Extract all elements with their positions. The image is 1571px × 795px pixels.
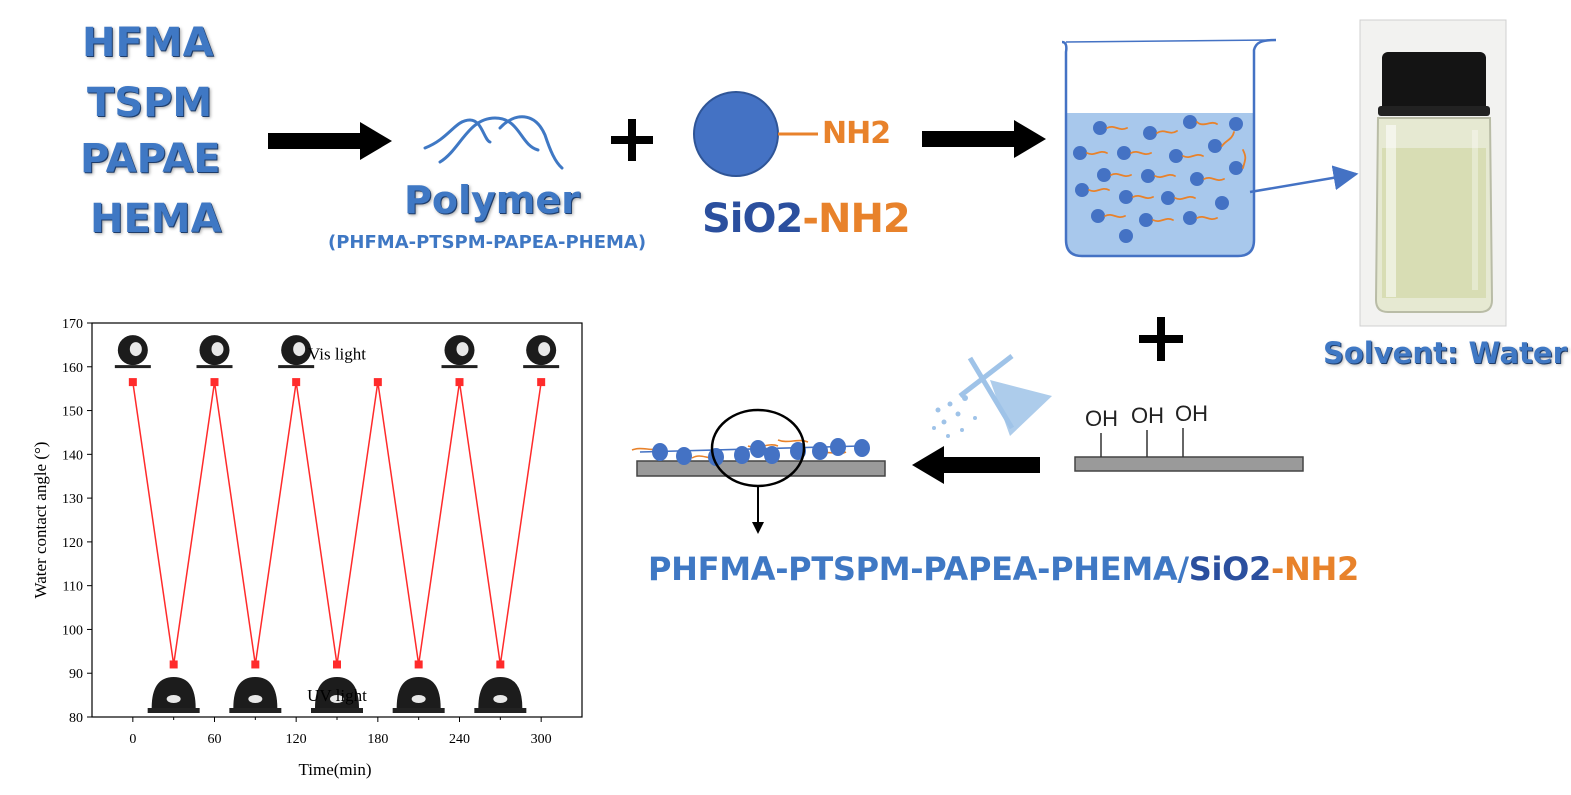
droplet-images <box>114 335 560 713</box>
droplet-highlight <box>211 342 224 357</box>
polymer-title: Polymer <box>404 178 580 222</box>
droplet-baseline <box>114 365 151 369</box>
droplet-hemisphere <box>396 677 441 708</box>
droplet-baseline <box>229 708 282 713</box>
oh-label-1: OH <box>1085 406 1118 431</box>
sio2-nh2-label: SiO2-NH2 <box>702 196 911 242</box>
coating-polymer-text: PHFMA-PTSPM-PAPEA-PHEMA/ <box>648 550 1189 588</box>
sio2-nanoparticle-icon <box>693 91 818 177</box>
chart-marks: Vis light UV light <box>128 345 546 705</box>
x-axis-label: Time(min) <box>298 760 371 779</box>
droplet-highlight <box>493 695 508 703</box>
plot-frame <box>91 322 583 718</box>
monomer-papae: PAPAE <box>80 136 221 182</box>
data-point <box>169 660 178 669</box>
droplet-highlight <box>248 695 263 703</box>
droplet-highlight <box>411 695 426 703</box>
data-point <box>210 378 219 387</box>
droplet-highlight <box>538 342 551 357</box>
coating-label: PHFMA-PTSPM-PAPEA-PHEMA/SiO2-NH2 <box>648 550 1359 588</box>
sio2-text: SiO2 <box>702 196 803 242</box>
y-tick-label: 110 <box>63 580 83 595</box>
droplet-baseline <box>441 365 478 369</box>
data-point <box>251 660 260 669</box>
x-tick-label: 60 <box>208 732 222 747</box>
x-tick-label: 180 <box>367 732 388 747</box>
droplet-baseline <box>196 365 233 369</box>
data-point <box>496 660 505 669</box>
data-point <box>333 660 341 669</box>
droplet-baseline <box>311 708 363 713</box>
y-tick-label: 80 <box>69 711 83 726</box>
y-tick-label: 140 <box>62 448 83 463</box>
droplet-highlight <box>166 695 181 703</box>
reaction-arrow-2 <box>922 120 1046 158</box>
x-tick-label: 300 <box>531 732 552 747</box>
data-point <box>414 660 423 669</box>
y-tick-label: 90 <box>69 667 83 682</box>
coating-nh2-text: -NH2 <box>1271 550 1359 588</box>
spray-gun-icon <box>932 354 1052 438</box>
droplet-highlight <box>129 342 142 357</box>
nh2-text: -NH2 <box>802 196 910 242</box>
reaction-arrow-1 <box>268 122 392 160</box>
series-line <box>132 381 542 665</box>
droplet-baseline <box>474 708 527 713</box>
coating-sio2-text: SiO2 <box>1188 550 1272 588</box>
y-tick-label: 160 <box>62 361 83 376</box>
monomer-hema: HEMA <box>90 196 222 242</box>
y-tick-label: 100 <box>62 623 83 638</box>
polymer-subtitle: (PHFMA-PTSPM-PAPEA-PHEMA) <box>328 232 647 253</box>
x-tick-label: 120 <box>286 732 307 747</box>
droplet-hemisphere <box>478 677 523 708</box>
droplet-highlight <box>293 342 306 357</box>
droplet-baseline <box>392 708 445 713</box>
solvent-label: Solvent: Water <box>1323 336 1567 370</box>
chart-axes: 0 60 120 180 240 300 80 90 100 110 120 130 140 150 160… <box>31 317 583 779</box>
data-point <box>292 378 301 387</box>
plus-sign-graphic <box>611 119 1183 361</box>
monomer-tspm: TSPM <box>87 80 213 126</box>
droplet-highlight <box>456 342 469 357</box>
x-tick-label: 0 <box>129 732 136 747</box>
oh-label-2: OH <box>1131 403 1164 428</box>
oh-label-3: OH <box>1175 401 1208 426</box>
data-point <box>537 378 546 387</box>
chart-annotation: UV light <box>307 686 367 705</box>
polymer-chain-icon <box>423 115 564 170</box>
coating-arrow <box>912 446 1040 484</box>
droplet-baseline <box>523 365 560 369</box>
y-tick-label: 130 <box>62 492 83 507</box>
droplet-hemisphere <box>151 677 196 708</box>
droplet-baseline <box>278 365 315 369</box>
data-point <box>128 378 137 387</box>
y-axis-label: Water contact angle (°) <box>31 442 50 599</box>
vial-photo <box>1359 19 1507 327</box>
x-tick-label: 240 <box>449 732 470 747</box>
monomer-hfma: HFMA <box>82 20 214 66</box>
y-tick-label: 150 <box>62 405 83 420</box>
data-point <box>373 378 382 387</box>
coated-substrate <box>631 408 886 534</box>
droplet-hemisphere <box>233 677 278 708</box>
data-point <box>455 378 464 387</box>
contact-angle-chart: 0 60 120 180 240 300 80 90 100 110 120 130 140 150 160… <box>31 317 583 779</box>
chart-annotation: Vis light <box>308 345 366 364</box>
hydroxyl-substrate <box>1074 428 1304 472</box>
nh2-group-label: NH2 <box>822 116 891 151</box>
droplet-hemisphere <box>315 677 359 708</box>
y-tick-label: 170 <box>62 317 83 332</box>
y-tick-label: 120 <box>62 536 83 551</box>
beaker-icon <box>1061 38 1359 258</box>
droplet-highlight <box>330 695 344 703</box>
droplet-baseline <box>147 708 200 713</box>
